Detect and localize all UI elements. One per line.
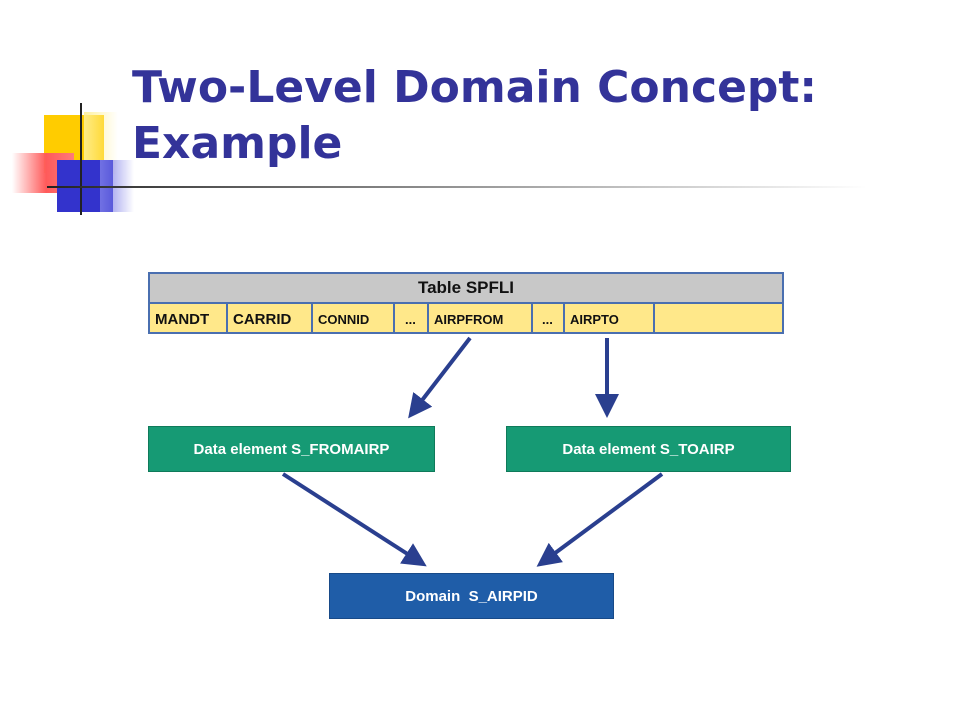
arrow-airpfrom-to-data-element — [408, 336, 472, 419]
field-airpto: AIRPTO — [565, 304, 655, 334]
data-element-s-fromairp: Data element S_FROMAIRP — [148, 426, 435, 472]
field-mandt: MANDT — [150, 304, 228, 334]
decorative-vertical-line — [80, 103, 82, 215]
field-carrid: CARRID — [228, 304, 313, 334]
field-airpfrom: AIRPFROM — [429, 304, 533, 334]
title-underline — [47, 186, 867, 188]
table-spfli: Table SPFLI MANDT CARRID CONNID ... AIRP… — [148, 272, 784, 334]
table-header: Table SPFLI — [150, 274, 782, 304]
slide-title-line-1: Two-Level Domain Concept: — [132, 62, 818, 113]
domain-s-airpid: Domain S_AIRPID — [329, 573, 614, 619]
field-ellipsis-2: ... — [533, 304, 565, 334]
slide-title: Two-Level Domain Concept: Example — [132, 60, 892, 172]
arrow-toairp-to-domain — [536, 472, 664, 567]
table-fields-row: MANDT CARRID CONNID ... AIRPFROM ... AIR… — [150, 304, 782, 334]
slide-title-line-2: Example — [132, 118, 343, 169]
data-element-s-toairp: Data element S_TOAIRP — [506, 426, 791, 472]
field-connid: CONNID — [313, 304, 395, 334]
field-ellipsis-1: ... — [395, 304, 429, 334]
arrow-fromairp-to-domain — [281, 472, 427, 567]
